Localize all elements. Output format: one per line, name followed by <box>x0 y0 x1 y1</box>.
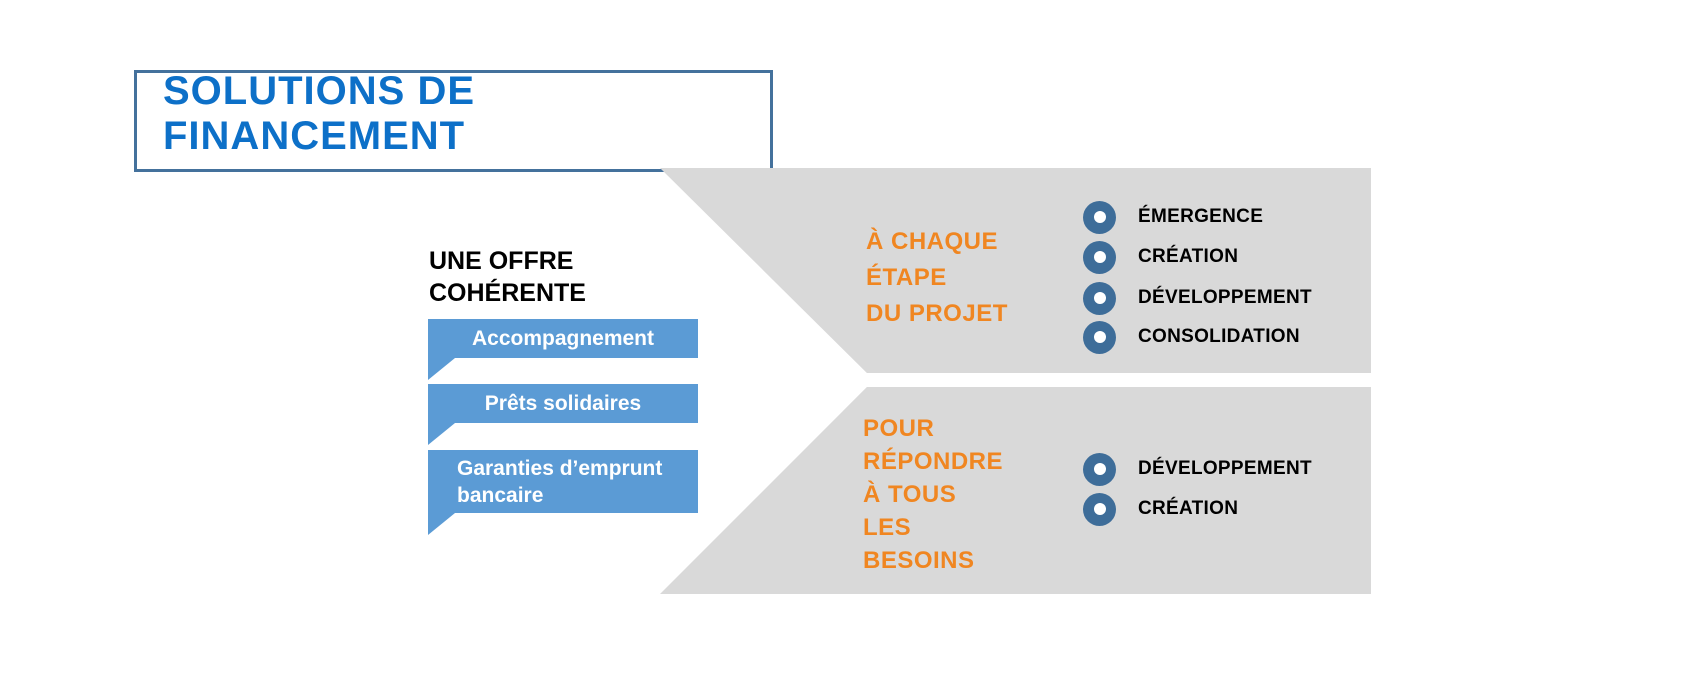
stage-item-label: DÉVELOPPEMENT <box>1138 287 1312 308</box>
stage-item: DÉVELOPPEMENT <box>1083 281 1312 315</box>
ribbon-tail-icon <box>428 513 455 535</box>
donut-bullet-icon <box>1083 492 1116 526</box>
donut-hole <box>1093 251 1106 263</box>
page-title: SOLUTIONS DE FINANCEMENT <box>163 69 476 158</box>
donut-hole <box>1093 463 1106 475</box>
ribbon-label: Garanties d’emprunt bancaire <box>457 456 663 507</box>
ribbon-label: Prêts solidaires <box>484 391 642 415</box>
donut-bullet-icon <box>1083 240 1116 274</box>
stage-item-label: CONSOLIDATION <box>1138 326 1300 347</box>
donut-bullet-icon <box>1083 452 1116 486</box>
stages-heading: À CHAQUE ÉTAPE DU PROJET <box>866 228 1008 327</box>
stage-item: CONSOLIDATION <box>1083 320 1300 354</box>
stage-item-label: ÉMERGENCE <box>1138 206 1264 227</box>
ribbon-prets-solidaires: Prêts solidaires <box>428 384 698 423</box>
donut-hole <box>1093 211 1106 223</box>
donut-bullet-icon <box>1083 200 1116 234</box>
need-item-label: DÉVELOPPEMENT <box>1138 458 1312 479</box>
need-item: CRÉATION <box>1083 492 1238 526</box>
ribbon-tail-icon <box>428 423 455 445</box>
ribbon-label: Accompagnement <box>471 326 655 350</box>
need-item: DÉVELOPPEMENT <box>1083 452 1312 486</box>
donut-hole <box>1093 292 1106 304</box>
title-box: SOLUTIONS DE FINANCEMENT <box>134 69 773 172</box>
need-item-label: CRÉATION <box>1138 498 1239 519</box>
offer-heading: UNE OFFRE COHÉRENTE <box>429 247 586 307</box>
stage-item-label: CRÉATION <box>1138 246 1239 267</box>
stage-item: ÉMERGENCE <box>1083 200 1263 234</box>
ribbon-accompagnement: Accompagnement <box>428 319 698 358</box>
stage-item: CRÉATION <box>1083 240 1238 274</box>
donut-bullet-icon <box>1083 281 1116 315</box>
needs-panel-shape <box>660 387 1371 594</box>
donut-hole <box>1093 503 1106 515</box>
needs-heading: POUR RÉPONDRE À TOUS LES BESOINS <box>863 415 1004 574</box>
donut-hole <box>1093 331 1106 343</box>
donut-bullet-icon <box>1083 320 1116 354</box>
ribbon-tail-icon <box>428 358 455 380</box>
ribbon-garanties-emprunt: Garanties d’emprunt bancaire <box>428 450 698 513</box>
